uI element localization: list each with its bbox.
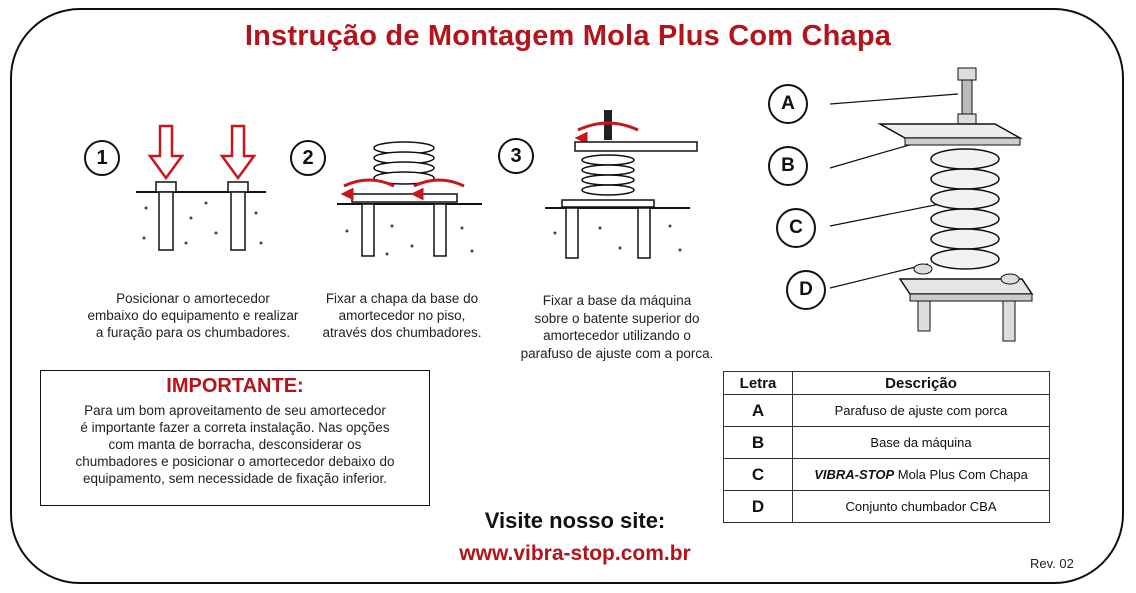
legend-row: A Parafuso de ajuste com porca [723, 394, 1050, 427]
step-3-text: Fixar a base da máquina sobre o batente … [514, 292, 720, 362]
product-diagram [829, 67, 1034, 342]
step-2-line: Fixar a chapa da base do [325, 291, 479, 306]
step-1-line: Posicionar o amortecedor [116, 291, 270, 306]
legend-header-letter: Letra [723, 371, 793, 395]
legend-row: B Base da máquina [723, 426, 1050, 459]
page-title: Instrução de Montagem Mola Plus Com Chap… [244, 20, 892, 52]
important-box: IMPORTANTE: Para um bom aproveitamento d… [40, 370, 430, 506]
legend-description: VIBRA-STOP Mola Plus Com Chapa [792, 458, 1050, 491]
brand-name: VIBRA-STOP [814, 467, 895, 482]
step-2-illustration [337, 141, 482, 257]
important-line: é importante fazer a correta instalação.… [80, 420, 390, 435]
callout-d: D [786, 270, 826, 310]
step-2-number: 2 [290, 140, 326, 176]
legend-table: Letra Descrição A Parafuso de ajuste com… [723, 371, 1050, 523]
rounded-frame [10, 8, 1124, 584]
website-link[interactable]: www.vibra-stop.com.br [459, 542, 691, 565]
important-line: equipamento, sem necessidade de fixação … [83, 471, 387, 486]
step-2-line: através dos chumbadores. [322, 325, 482, 340]
step-3-number: 3 [498, 138, 534, 174]
step-1-line: a furação para os chumbadores. [95, 325, 291, 340]
callout-a: A [768, 84, 808, 124]
visit-label: Visite nosso site: [484, 508, 666, 533]
step-1-line: embaixo do equipamento e realizar [87, 308, 299, 323]
callout-b: B [768, 146, 808, 186]
legend-description: Parafuso de ajuste com porca [792, 394, 1050, 427]
important-line: com manta de borracha, desconsiderar os [108, 437, 362, 452]
callout-c: C [776, 208, 816, 248]
important-line: Para um bom aproveitamento de seu amorte… [84, 403, 386, 418]
legend-letter: D [723, 490, 793, 523]
step-3-line: sobre o batente superior do [534, 310, 700, 326]
step-3-line: amortecedor utilizando o [543, 328, 691, 343]
step-3-line: parafuso de ajuste com a porca. [520, 345, 714, 361]
legend-description-text: Mola Plus Com Chapa [894, 467, 1028, 482]
legend-letter: B [723, 426, 793, 459]
legend-header-description: Descrição [792, 371, 1050, 395]
revision-label: Rev. 02 [1030, 556, 1074, 571]
step-3-illustration [545, 110, 698, 259]
step-1-number: 1 [84, 140, 120, 176]
important-heading: IMPORTANTE: [166, 375, 304, 397]
important-line: chumbadores e posicionar o amortecedor d… [75, 454, 395, 469]
legend-letter: A [723, 394, 793, 427]
step-1-text: Posicionar o amortecedor embaixo do equi… [78, 290, 308, 341]
legend-description: Conjunto chumbador CBA [792, 490, 1050, 523]
step-2-text: Fixar a chapa da base do amortecedor no … [302, 290, 502, 341]
legend-row: D Conjunto chumbador CBA [723, 490, 1050, 523]
legend-letter: C [723, 458, 793, 491]
step-3-line: Fixar a base da máquina [542, 293, 692, 308]
step-1-illustration [136, 124, 266, 251]
legend-description: Base da máquina [792, 426, 1050, 459]
step-2-line: amortecedor no piso, [338, 308, 466, 323]
legend-row: C VIBRA-STOP Mola Plus Com Chapa [723, 458, 1050, 491]
